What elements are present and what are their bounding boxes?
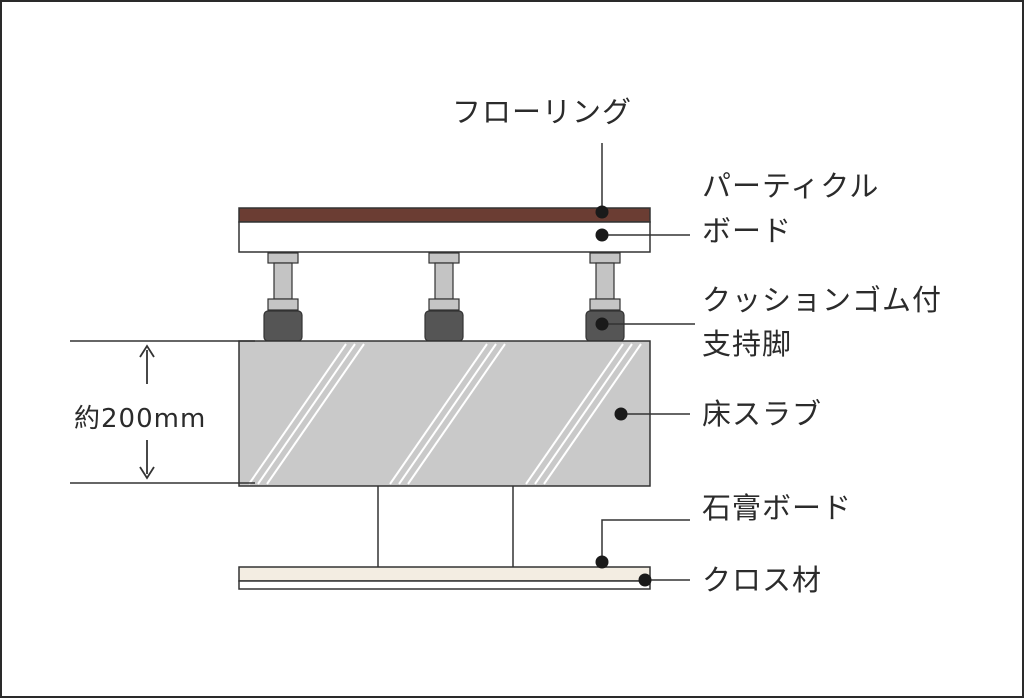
particle-board-layer xyxy=(238,221,651,253)
cloth-layer xyxy=(238,580,651,590)
gypsum-board-layer xyxy=(238,566,651,582)
label-support-leg-line2: 支持脚 xyxy=(702,327,793,361)
gypsum-board-leader xyxy=(601,519,690,562)
floor-slab-marker-dot xyxy=(614,407,628,421)
flooring-layer xyxy=(238,207,651,223)
label-support-leg-line1: クッションゴム付 xyxy=(702,283,943,317)
floor-slab xyxy=(238,340,651,487)
support-leg xyxy=(424,252,464,342)
support-leg xyxy=(263,252,303,342)
label-cloth-material: クロス材 xyxy=(702,563,823,597)
dimension-label: 約200mm xyxy=(74,404,207,434)
label-flooring: フローリング xyxy=(452,95,633,129)
label-floor-slab: 床スラブ xyxy=(702,397,823,431)
gypsum-board-marker-dot xyxy=(595,555,609,569)
label-particle-board-line1: パーティクル xyxy=(702,169,880,203)
label-particle-board-line2: ボード xyxy=(702,214,793,248)
slab-hatching xyxy=(248,343,642,485)
label-gypsum-board: 石膏ボード xyxy=(702,491,853,525)
particle-board-marker-dot xyxy=(595,228,609,242)
support-leg-marker-dot xyxy=(595,317,609,331)
cloth-marker-dot xyxy=(638,573,652,587)
flooring-marker-dot xyxy=(595,205,609,219)
